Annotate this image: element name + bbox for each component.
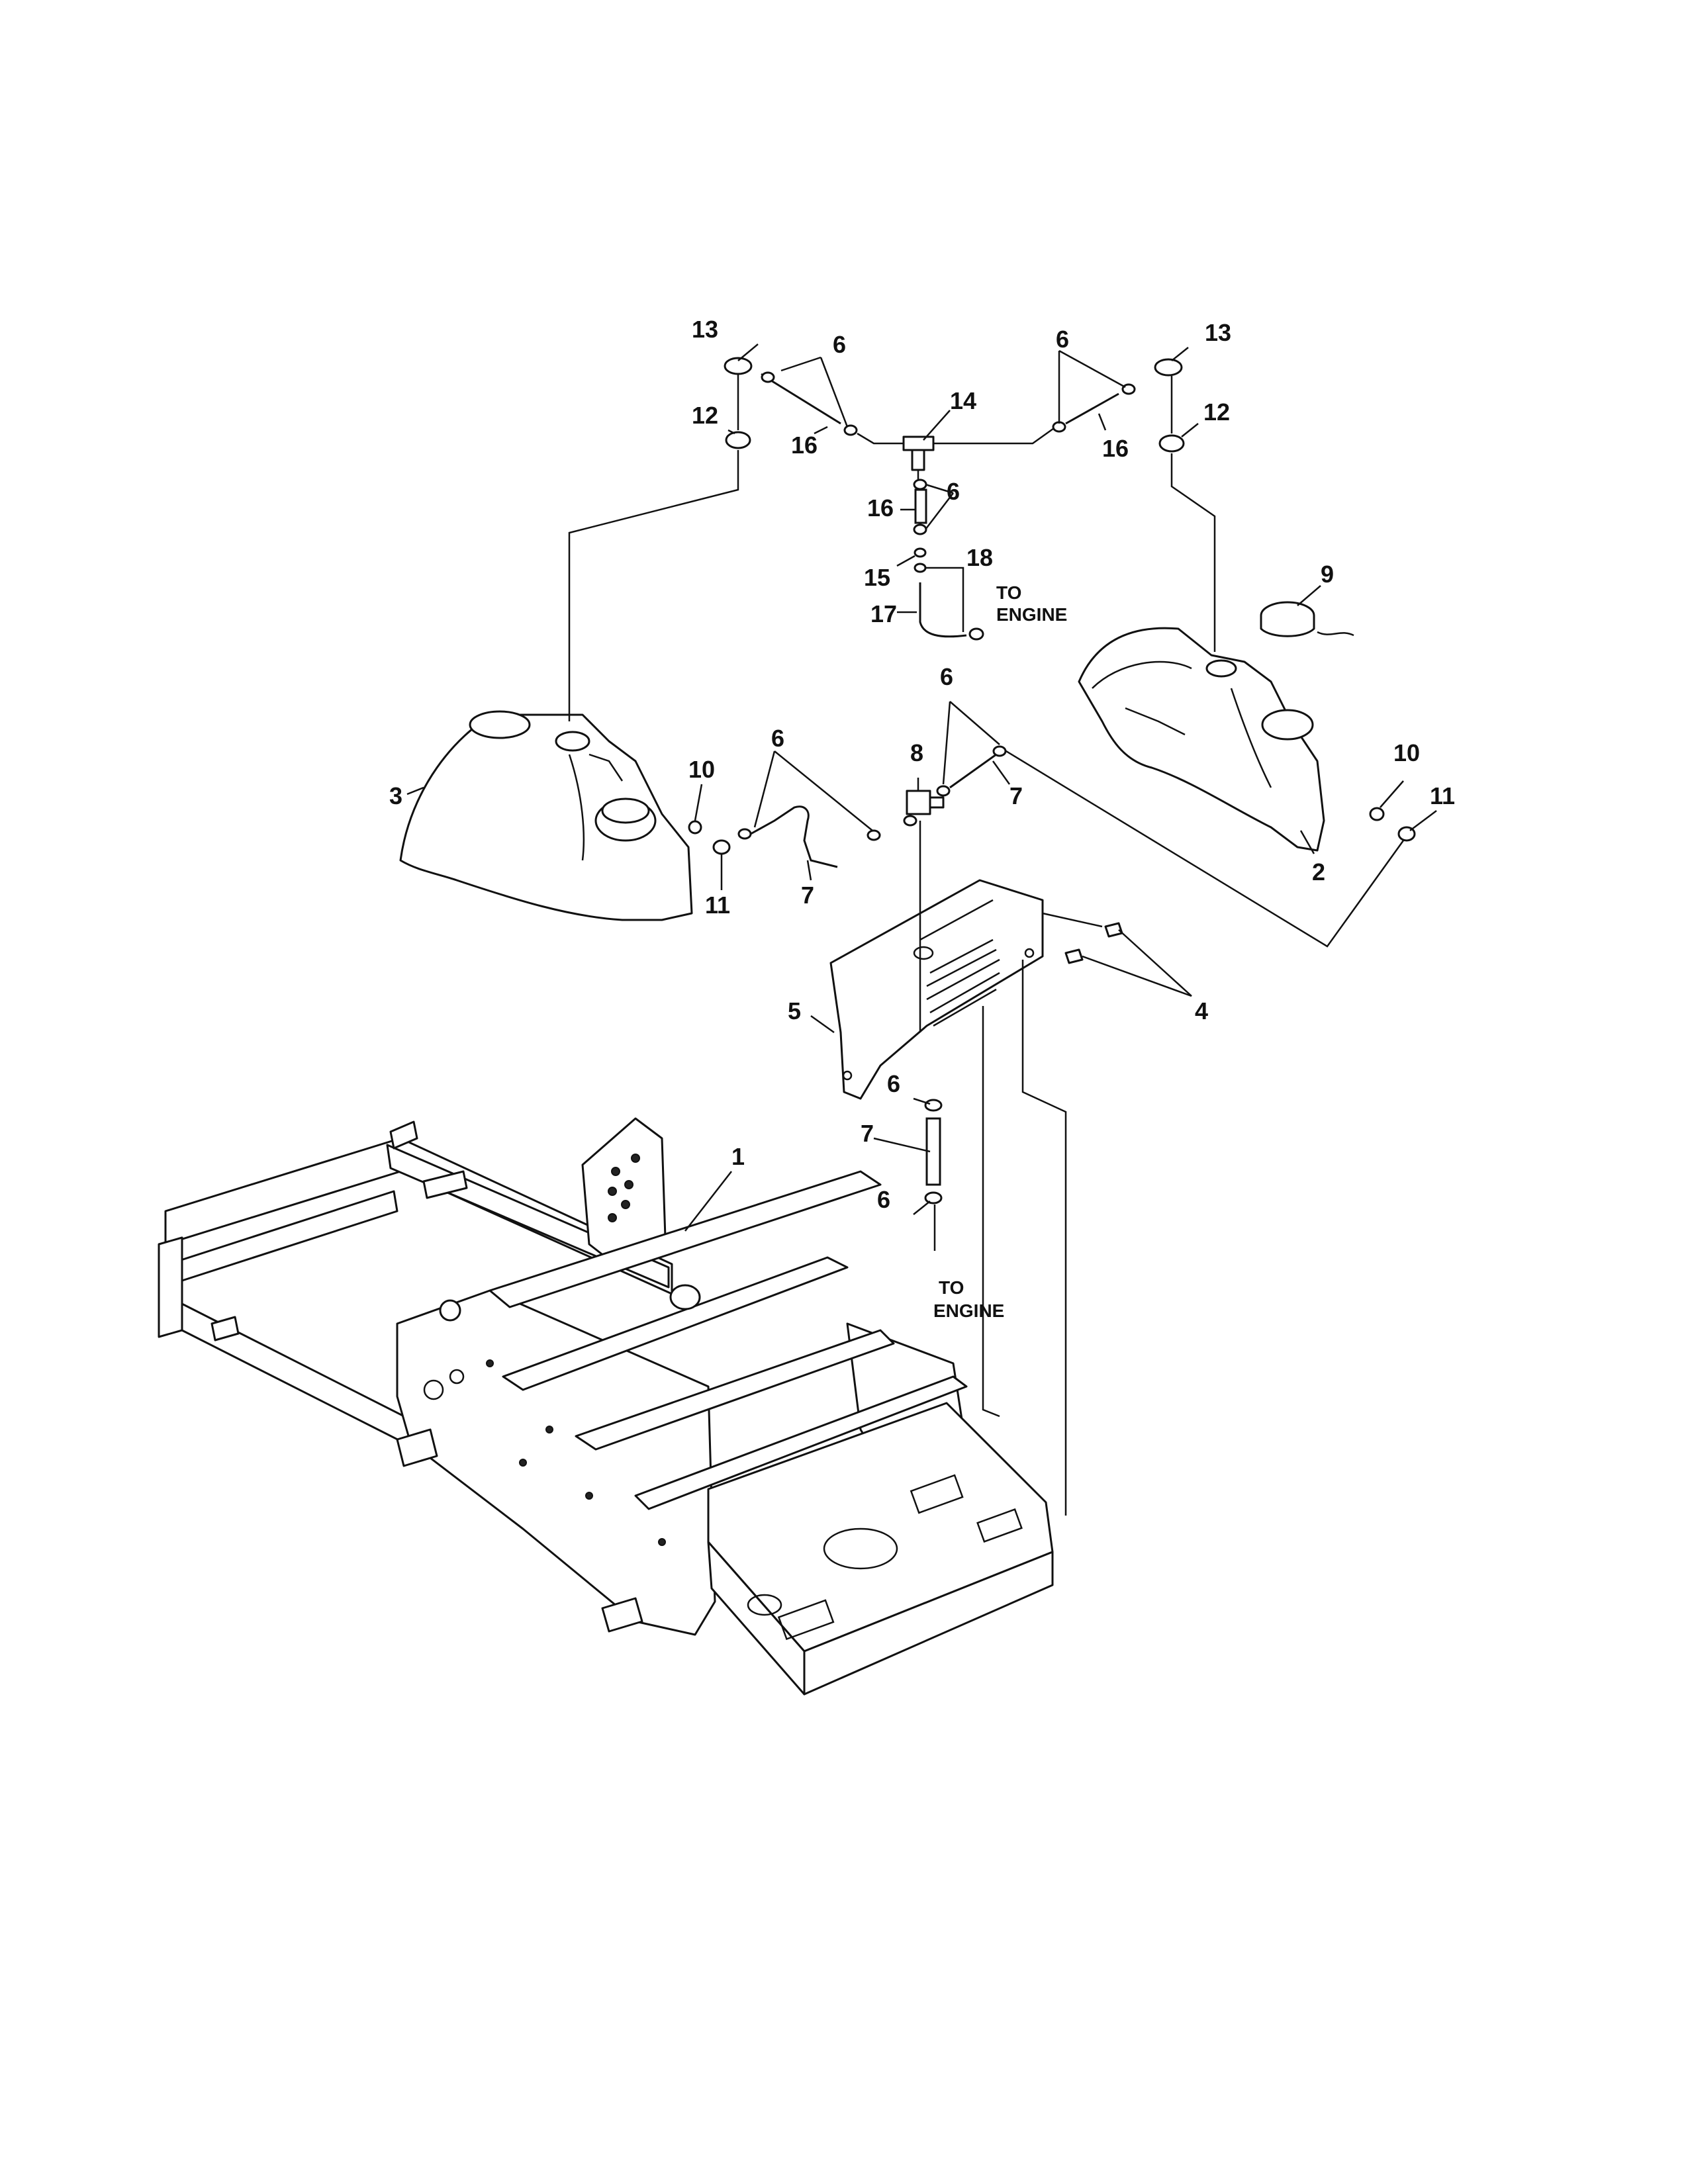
callout-16-right: 16 <box>1102 435 1129 462</box>
callout-18: 18 <box>966 544 993 571</box>
note-to-engine-upper-2: ENGINE <box>996 604 1067 625</box>
callout-10-left: 10 <box>688 756 715 783</box>
callout-4: 4 <box>1195 997 1208 1024</box>
callout-17: 17 <box>870 600 897 627</box>
callout-labels: 13 6 12 16 14 6 13 12 16 16 6 15 18 TO E… <box>389 316 1455 1321</box>
right-vent-valve <box>1154 358 1183 377</box>
callout-6-valve: 6 <box>940 663 953 690</box>
leader-lines <box>406 343 1437 1516</box>
callout-6-lower-top: 6 <box>887 1070 900 1097</box>
fuel-lines <box>688 745 1416 1205</box>
callout-16-left: 16 <box>791 432 818 459</box>
note-to-engine-upper-1: TO <box>996 582 1021 603</box>
callout-6-left-hose: 6 <box>771 725 784 752</box>
callout-7-left: 7 <box>801 882 814 909</box>
fuel-cap <box>1260 601 1354 637</box>
callout-7-right: 7 <box>1009 782 1023 809</box>
right-fuel-tank <box>1078 627 1325 852</box>
callout-6-tee: 6 <box>947 478 960 505</box>
callout-10-right: 10 <box>1393 739 1420 766</box>
callout-12-left: 12 <box>692 402 718 429</box>
callout-1: 1 <box>731 1143 745 1170</box>
callout-11-left: 11 <box>705 891 730 919</box>
callout-16-mid: 16 <box>867 494 894 522</box>
vent-lines <box>724 357 1185 641</box>
note-to-engine-lower-1: TO <box>939 1277 964 1298</box>
callout-15: 15 <box>864 564 890 591</box>
callout-11-right: 11 <box>1430 782 1455 809</box>
note-to-engine-lower-2: ENGINE <box>933 1300 1004 1321</box>
callout-13-right: 13 <box>1205 319 1231 346</box>
right-grommet <box>1158 434 1185 453</box>
callout-6-lower-bottom: 6 <box>877 1186 890 1213</box>
callout-7-lower: 7 <box>861 1120 874 1147</box>
callout-2: 2 <box>1312 858 1325 886</box>
callout-9: 9 <box>1321 561 1334 588</box>
callout-3: 3 <box>389 782 402 809</box>
callout-8: 8 <box>910 739 923 766</box>
bracket-panel <box>829 879 1044 1100</box>
left-fuel-tank <box>399 710 693 921</box>
callout-5: 5 <box>788 997 801 1024</box>
callout-13-left: 13 <box>692 316 718 343</box>
callout-6-top-right: 6 <box>1056 326 1069 353</box>
left-grommet <box>725 431 751 449</box>
callout-6-top-left: 6 <box>833 331 846 358</box>
callout-14: 14 <box>950 387 976 414</box>
callout-12-right: 12 <box>1203 398 1230 426</box>
frame-assembly <box>158 1117 1054 1696</box>
